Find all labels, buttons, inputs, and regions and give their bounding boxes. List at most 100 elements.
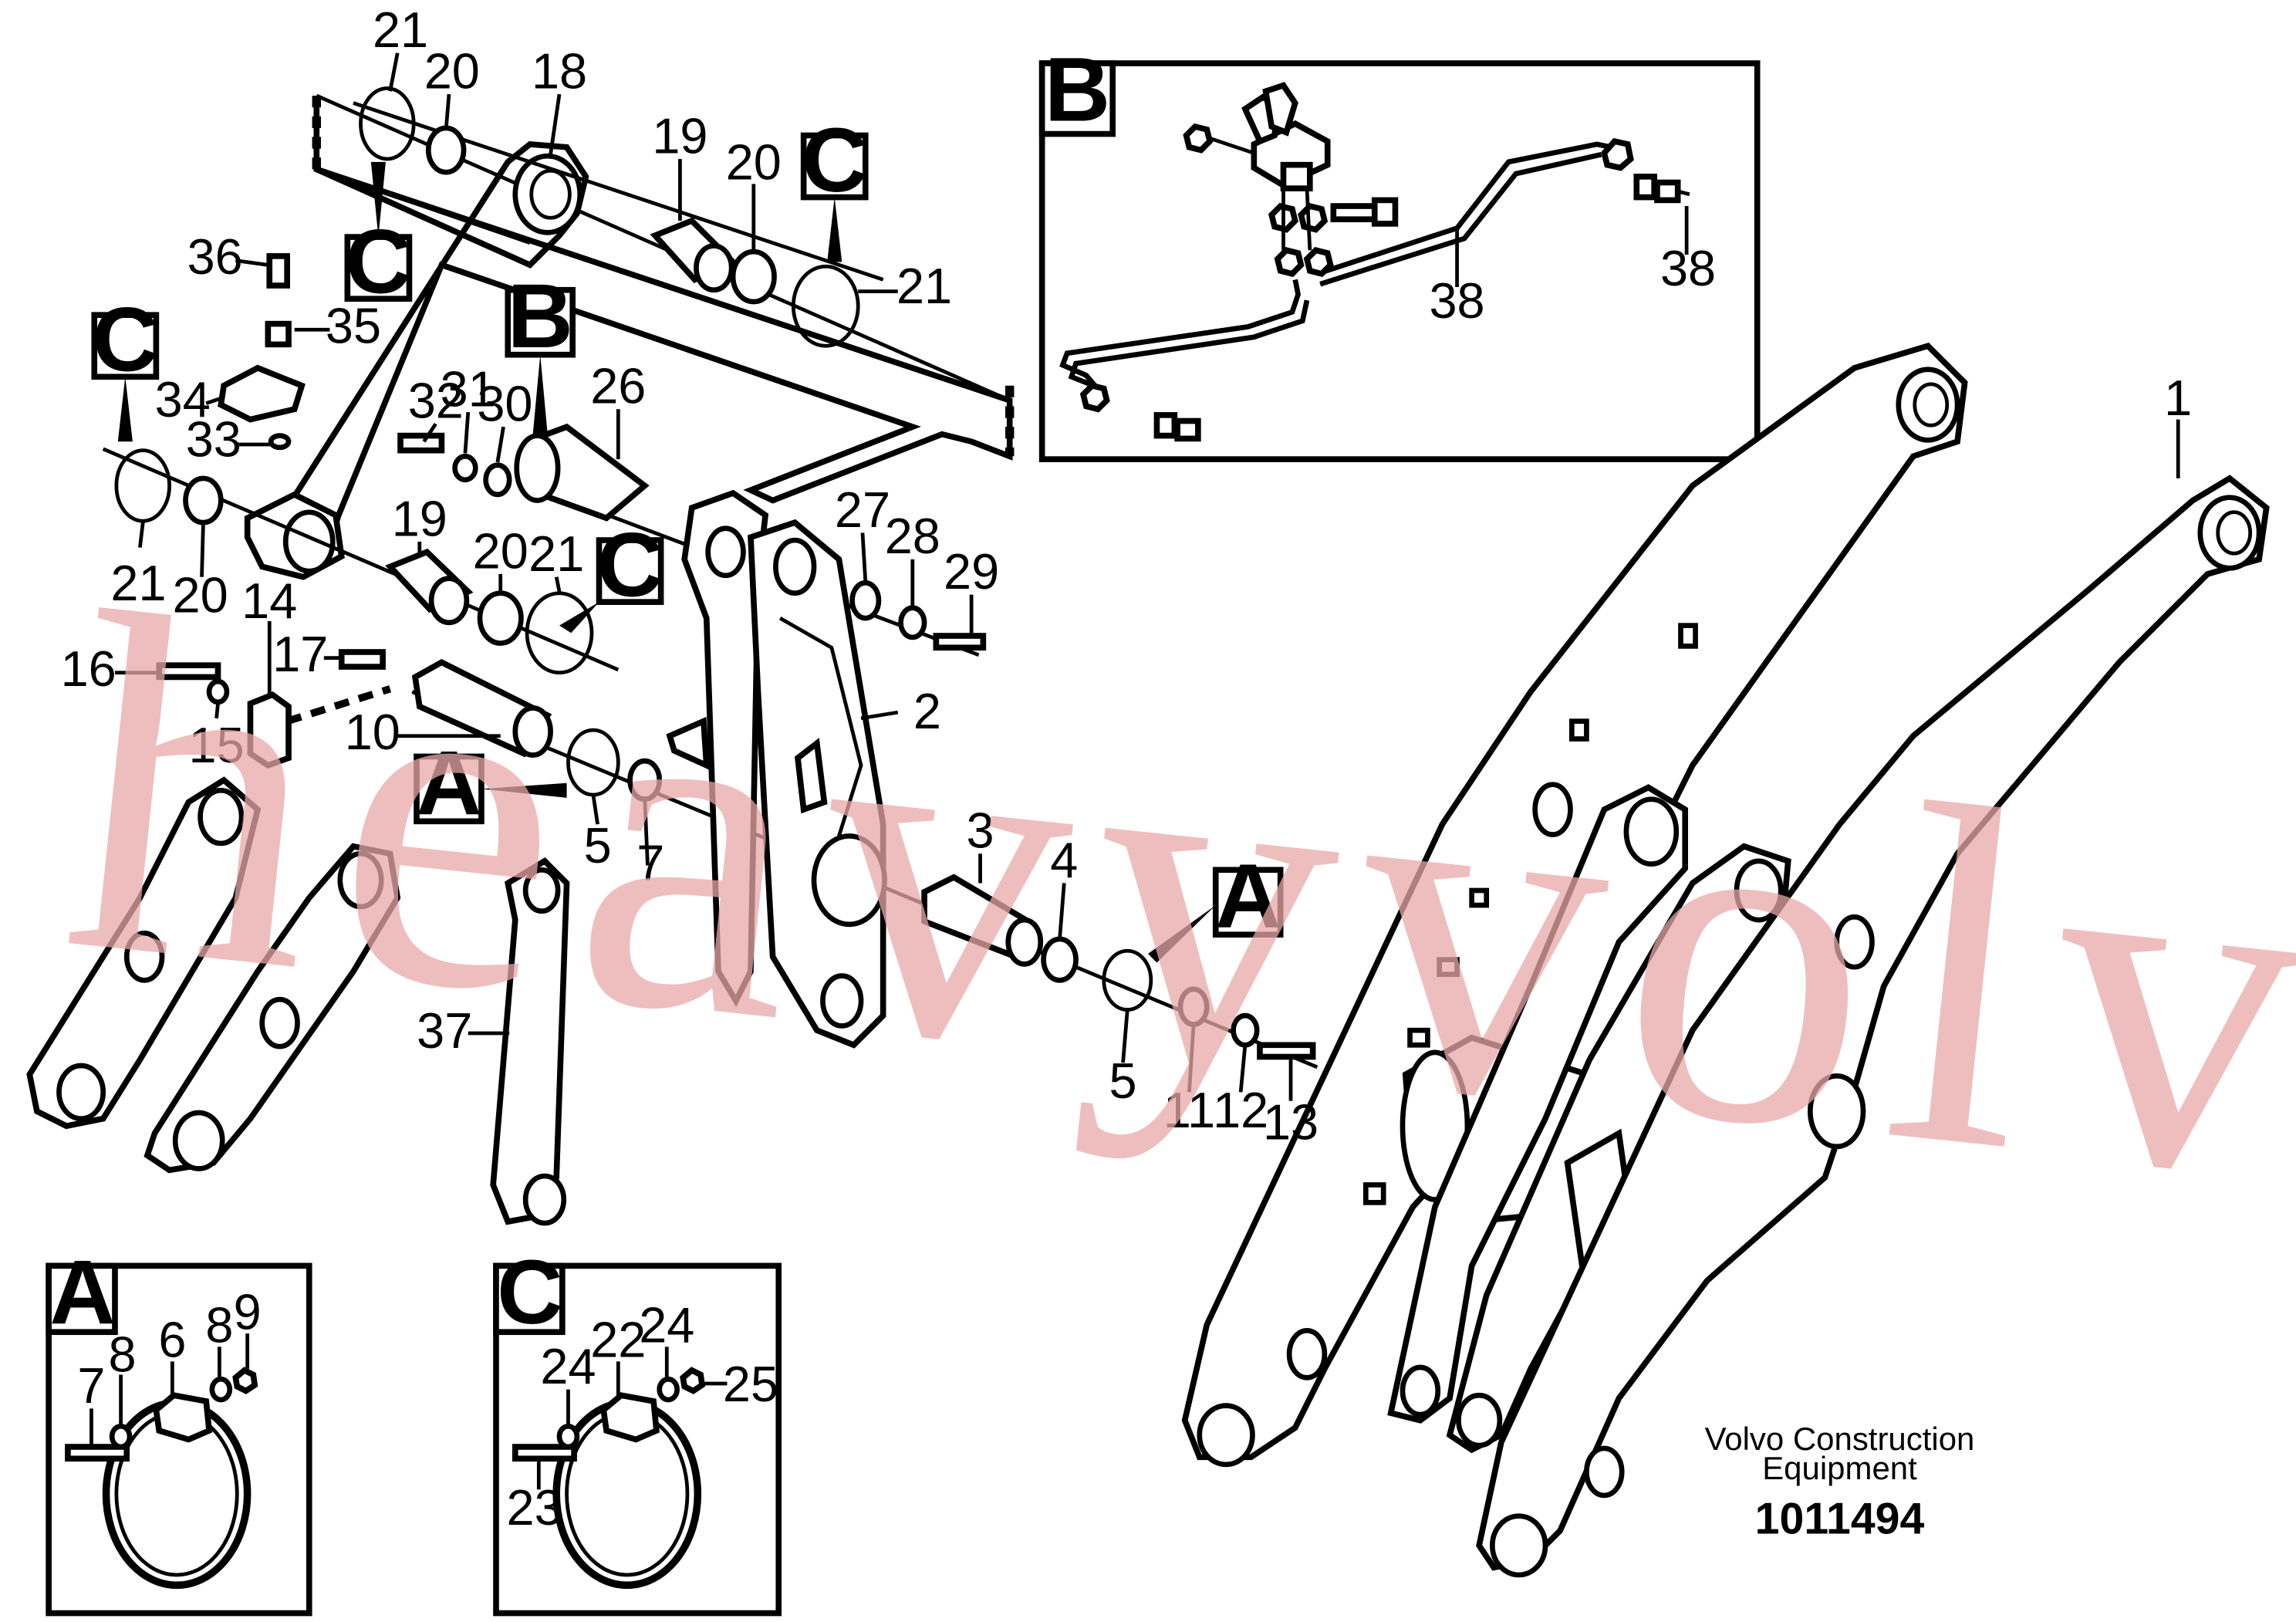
part-label-19: 19 <box>652 107 707 164</box>
link-2b-web <box>778 617 863 884</box>
seal-20-upper <box>730 248 777 305</box>
nut-fitting-7 <box>1079 382 1110 413</box>
frame-upper-bore-inner <box>529 168 572 220</box>
callout-c-center-label: C <box>802 110 867 211</box>
part-label-27: 27 <box>835 482 890 538</box>
detail-c-label-24: 24 <box>639 1297 694 1353</box>
lift-arm-front-pivot <box>1808 1073 1866 1150</box>
part-label-37: 37 <box>417 1002 472 1059</box>
part-label-4: 4 <box>1050 832 1078 888</box>
callout-c-left-arrow <box>117 377 133 442</box>
washer-31 <box>452 453 478 483</box>
lift-arm-rear-bottom-bore <box>1197 1403 1255 1468</box>
link-2a-bore <box>705 525 746 579</box>
part-label-31: 31 <box>441 360 496 417</box>
frame-inner-edge <box>316 167 531 245</box>
part-label-32: 32 <box>408 373 464 429</box>
part-label-10: 10 <box>345 704 400 760</box>
lever-a-bore-bottom <box>56 1063 106 1121</box>
lift-arm-rear-top-bore-inner <box>1913 382 1950 427</box>
part-label-13: 13 <box>1263 1093 1319 1150</box>
nipple-35 <box>265 320 292 348</box>
fitting-stems <box>1281 188 1312 251</box>
link-stop <box>666 716 710 770</box>
detail-a-label-8: 8 <box>108 1326 136 1383</box>
seal-20-top <box>425 125 467 175</box>
washer-27 <box>849 580 882 621</box>
detail-a-label-8: 8 <box>205 1297 233 1353</box>
bolt-16 <box>156 662 221 681</box>
adapter-2a <box>1153 412 1178 439</box>
lift-arm-front-hole <box>1834 914 1875 970</box>
hose-line-right <box>1316 141 1612 276</box>
detail-box-c: C 24 22 24 25 23 <box>493 1242 782 1617</box>
callout-c-top-arrow <box>370 161 386 238</box>
detail-box-b-label: B <box>1045 39 1110 140</box>
part-label-35: 35 <box>326 297 381 353</box>
bushing-19-lower-end <box>428 576 470 626</box>
bolt-head <box>1371 197 1399 227</box>
nut-fitting-5 <box>1303 247 1334 278</box>
lever-b-bore-bottom <box>172 1110 225 1171</box>
seal-20-lower <box>477 590 524 646</box>
link-37-top-bore <box>522 867 561 914</box>
link-37-bottom-bore <box>522 1173 567 1226</box>
part-label-36: 36 <box>187 228 243 285</box>
credit-line-2: Equipment <box>1762 1450 1917 1486</box>
bolt-32 <box>397 432 445 454</box>
inner-lever-b-bottom-bore <box>1456 1392 1503 1448</box>
washer-28 <box>898 605 927 640</box>
part-label-33: 33 <box>186 411 241 467</box>
leader-lines <box>114 52 1293 1101</box>
lift-arm-front-bottom-bore <box>1490 1513 1548 1578</box>
callout-a-right-label: A <box>1215 846 1281 948</box>
hose-line-left <box>1059 279 1302 387</box>
washer-24a <box>556 1423 580 1450</box>
part-label-15: 15 <box>189 717 245 773</box>
washer-15 <box>206 678 230 705</box>
nut-fitting-4 <box>1274 247 1305 278</box>
detail-box-a: A 7 8 6 8 9 <box>46 1242 312 1617</box>
adapter-2b <box>1174 417 1201 442</box>
lift-arm-rear-hole-2 <box>1532 782 1573 837</box>
callout-a-left <box>414 753 485 825</box>
callout-b-main-label: B <box>508 265 573 367</box>
hose-line-right-edge <box>1319 152 1602 287</box>
clamp-block-6 <box>153 1392 213 1443</box>
callout-c-right <box>596 537 664 605</box>
clamp-block-22 <box>600 1392 660 1443</box>
pin-26-head <box>514 433 561 503</box>
part-label-21: 21 <box>373 2 428 58</box>
callout-c-left-label: C <box>93 289 158 391</box>
inner-lever-a <box>1387 784 1689 1424</box>
hose-block-port <box>1280 161 1313 191</box>
mark-5 <box>1407 1027 1430 1048</box>
bracket-14 <box>247 691 292 769</box>
main-assembly <box>26 86 2270 1578</box>
detail-a-label-9: 9 <box>234 1283 262 1340</box>
callout-c-right-arrow <box>559 602 599 634</box>
callout-a-right-arrow <box>1148 905 1216 963</box>
bolt-13 <box>1257 1042 1316 1060</box>
detail-c-label-23: 23 <box>507 1479 562 1536</box>
lift-arm-rear-top-bore <box>1896 367 1960 443</box>
bolt-7a <box>65 1444 130 1462</box>
part-label-12: 12 <box>1213 1082 1268 1138</box>
link-2b-bore-top <box>773 537 817 596</box>
part-label-16: 16 <box>61 640 116 697</box>
inner-lever-a-top-bore <box>1623 796 1680 867</box>
link-lug <box>794 738 828 814</box>
drawing-credit: Volvo Construction Equipment 1011494 <box>1705 1421 1975 1544</box>
lever-a-bore-top <box>198 787 245 846</box>
part-label-26: 26 <box>590 358 646 414</box>
frame-lower-bore <box>282 509 336 574</box>
bushing-19-upper-end <box>694 243 734 293</box>
part-label-21: 21 <box>896 258 952 314</box>
detail-box-c-label: C <box>497 1242 562 1343</box>
lever-b-bore-top <box>337 850 384 910</box>
callout-a-right <box>1212 867 1284 938</box>
ring-21-lower <box>525 591 594 675</box>
lift-arm-front-hole-2 <box>1584 1445 1625 1499</box>
part-label-5: 5 <box>584 817 612 874</box>
